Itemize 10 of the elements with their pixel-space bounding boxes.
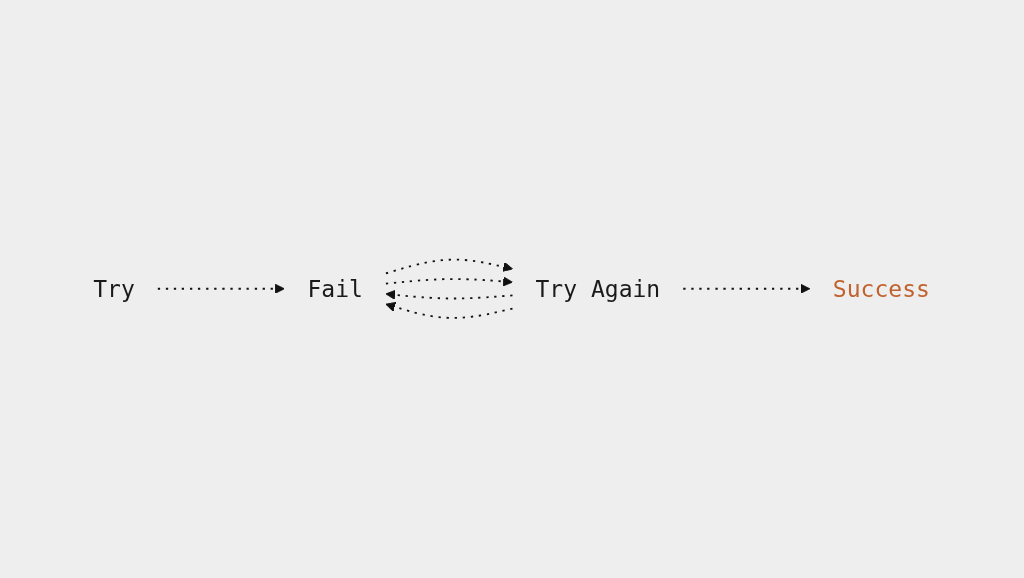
arrow bbox=[385, 302, 514, 320]
arrow bbox=[385, 258, 514, 275]
node-text: Fail bbox=[307, 275, 364, 303]
arrow bbox=[385, 290, 514, 301]
arrow bbox=[157, 283, 286, 295]
arrow bbox=[385, 276, 514, 287]
node-text: Try bbox=[93, 275, 136, 303]
node-text: Success bbox=[833, 275, 931, 303]
arrow bbox=[682, 283, 811, 295]
node-text: Try Again bbox=[535, 275, 661, 303]
